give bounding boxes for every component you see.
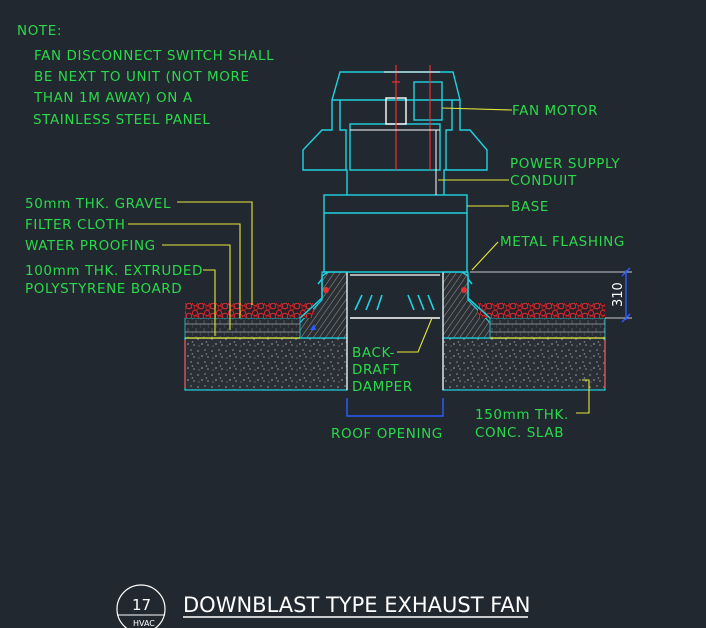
labels: FAN MOTOR POWER SUPPLY CONDUIT BASE META… [25,103,625,442]
label-roof-opening: ROOF OPENING [331,426,443,442]
roof-opening-marker [346,398,444,417]
label-damper-2: DRAFT [352,362,399,378]
label-damper-1: BACK- [352,345,395,361]
note-line-1: FAN DISCONNECT SWITCH SHALL [34,48,274,64]
insulation-boards [184,317,606,339]
detail-number: 17 [132,596,151,614]
sealant-mark [310,324,316,330]
damper-assembly [346,272,444,390]
label-polystyrene-1: 100mm THK. EXTRUDED [25,263,203,279]
metal-flashing [299,271,491,319]
label-damper-3: DAMPER [352,379,413,395]
detail-bubble [116,584,166,628]
label-base: BASE [511,199,549,215]
detail-ref: HVAC [133,619,155,628]
note-line-4: STAINLESS STEEL PANEL [33,112,211,128]
leader-lines [128,107,590,414]
label-filter-cloth: FILTER CLOTH [25,217,126,233]
label-slab-2: CONC. SLAB [475,425,564,441]
note-heading: NOTE: [17,23,62,39]
flashing-fixing [323,287,329,293]
flashing-fixing-right [461,287,467,293]
fan-unit [302,71,488,273]
curbs [283,271,507,339]
title-block: 17 HVAC DOWNBLAST TYPE EXHAUST FAN [116,584,530,628]
motor-mount [350,71,440,195]
gravel-layer [185,303,605,318]
concrete-slab [184,337,606,391]
motor-details [392,65,431,170]
note-line-2: BE NEXT TO UNIT (NOT MORE [34,69,250,85]
label-gravel: 50mm THK. GRAVEL [25,196,171,212]
label-polystyrene-2: POLYSTYRENE BOARD [25,281,182,297]
label-metal-flashing: METAL FLASHING [500,234,625,250]
label-slab-1: 150mm THK. [475,407,569,423]
drawing-title: DOWNBLAST TYPE EXHAUST FAN [183,593,530,617]
note-block: NOTE: FAN DISCONNECT SWITCH SHALL BE NEX… [17,23,274,128]
label-conduit: CONDUIT [510,173,577,189]
dimension-value: 310 [611,282,626,307]
note-line-3: THAN 1M AWAY) ON A [33,90,193,106]
dimension-310: 310 [470,267,632,323]
label-power-supply: POWER SUPPLY [510,156,620,172]
label-fan-motor: FAN MOTOR [512,103,598,119]
label-water-proofing: WATER PROOFING [25,238,156,254]
